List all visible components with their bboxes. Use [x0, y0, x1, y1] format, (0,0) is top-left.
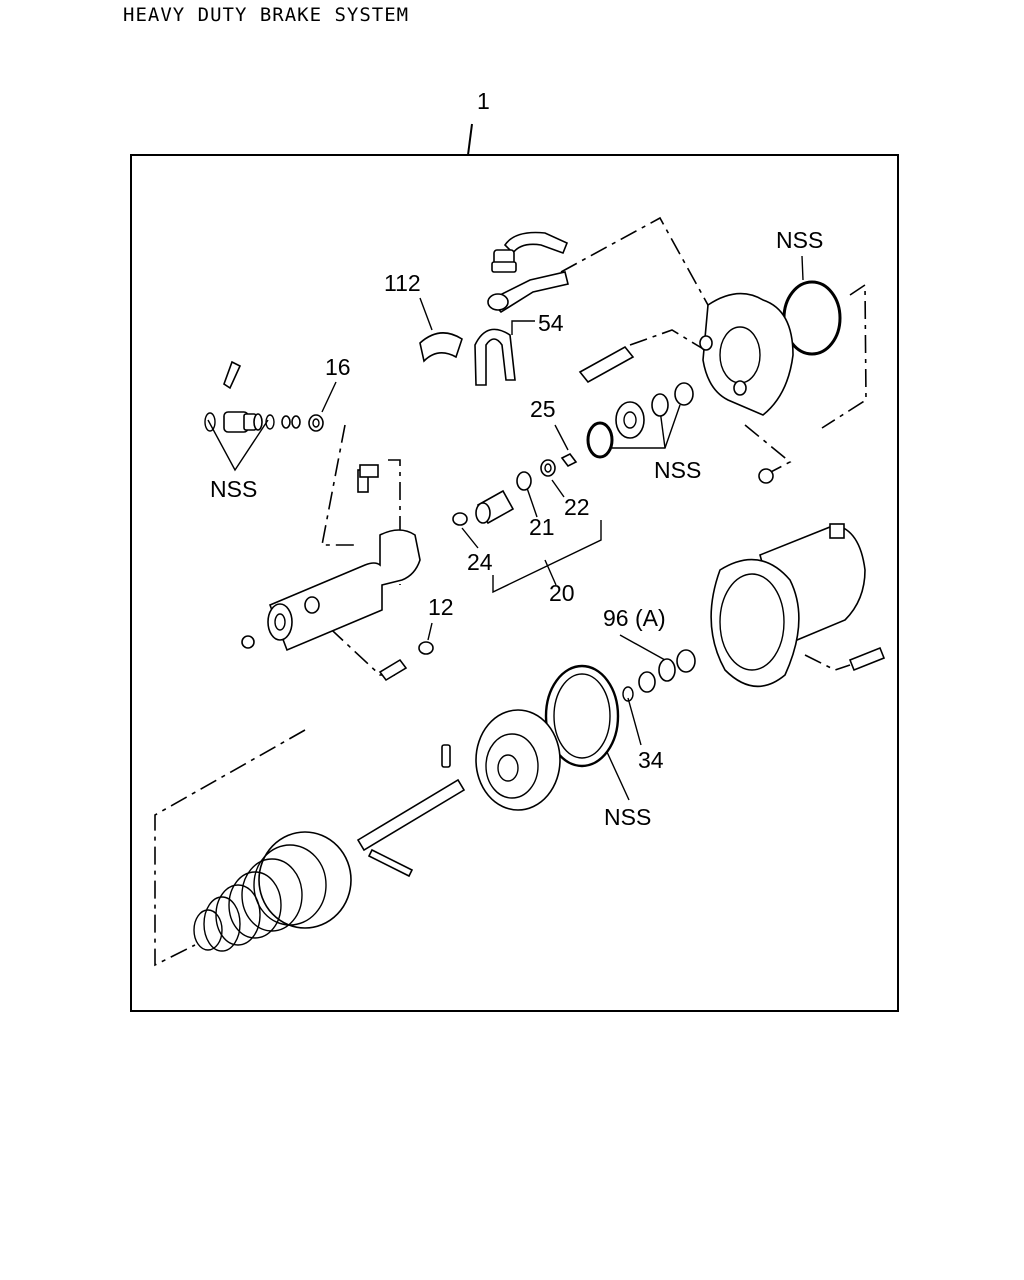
callout-16[interactable]: 16	[325, 354, 351, 380]
callout-112[interactable]: 112	[384, 270, 421, 296]
callout-22[interactable]: 22	[564, 494, 590, 520]
washers	[622, 649, 696, 702]
callout-1[interactable]: 1	[477, 88, 490, 114]
callout-12[interactable]: 12	[428, 594, 454, 620]
callout-54[interactable]: 54	[538, 310, 564, 336]
callout-24[interactable]: 24	[467, 549, 493, 575]
clip-112	[419, 332, 463, 363]
callout-96a[interactable]: 96 (A)	[603, 605, 666, 631]
callout-25[interactable]: 25	[530, 396, 556, 422]
leader-1	[467, 123, 473, 156]
callout-nss-left[interactable]: NSS	[210, 476, 257, 502]
seal-rings	[586, 280, 842, 459]
actuator-housing	[710, 523, 886, 688]
left-fittings	[204, 360, 324, 433]
return-spring	[193, 831, 352, 952]
sensor-harness	[474, 231, 569, 386]
callout-nss-mid[interactable]: NSS	[654, 457, 701, 483]
diaphragm-and-plate	[475, 664, 620, 811]
assembly-frame	[130, 154, 899, 1012]
callout-34[interactable]: 34	[638, 747, 664, 773]
callout-nss-top-right[interactable]: NSS	[776, 227, 823, 253]
callout-20[interactable]: 20	[549, 580, 575, 606]
push-rod	[356, 744, 466, 878]
piston-parts	[452, 452, 578, 526]
rear-housing	[578, 292, 794, 484]
cylinder-body	[241, 464, 434, 682]
callout-21[interactable]: 21	[529, 514, 555, 540]
callout-nss-bottom[interactable]: NSS	[604, 804, 651, 830]
page-title: HEAVY DUTY BRAKE SYSTEM	[123, 4, 410, 26]
